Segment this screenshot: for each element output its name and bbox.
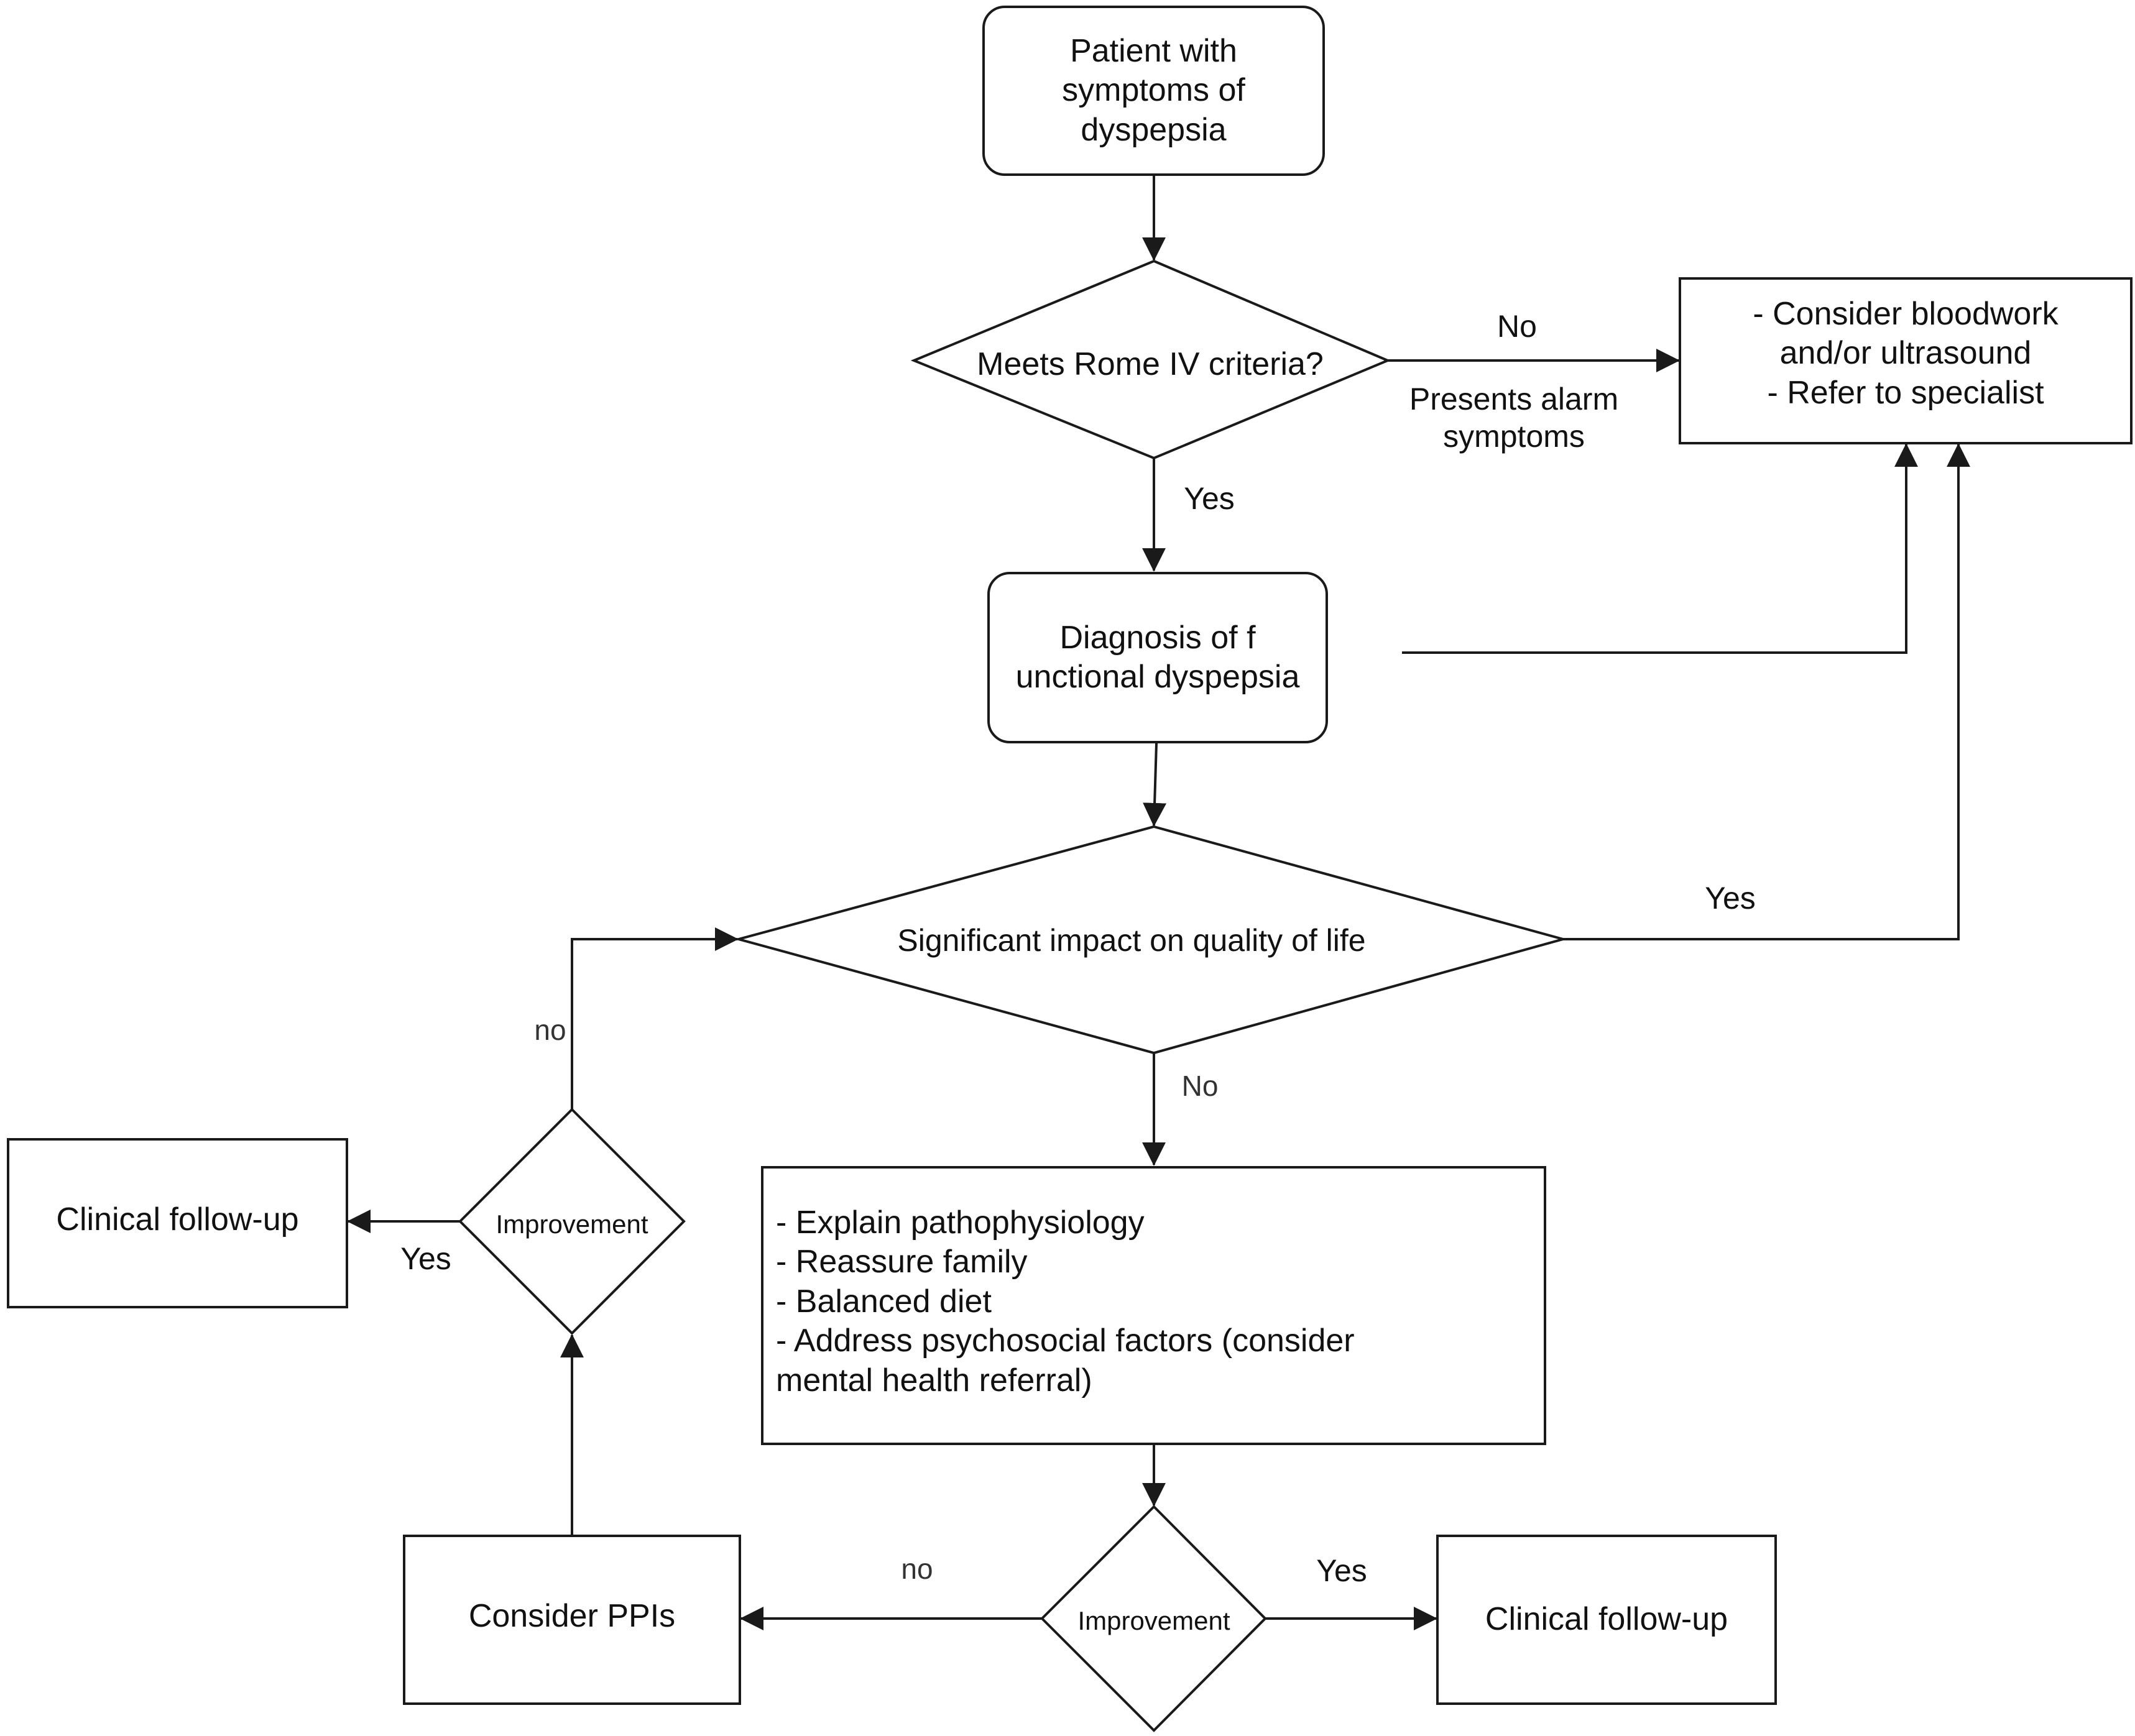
start-box: Patient with symptoms of dyspepsia <box>982 6 1325 176</box>
edge-label-rome-no: No <box>1497 309 1537 344</box>
followup-left-box: Clinical follow-up <box>7 1138 348 1308</box>
edge-label-rome-yes: Yes <box>1184 481 1235 516</box>
edge-label-bottom-no: no <box>901 1553 933 1585</box>
improvement-bottom-label: Improvement <box>1077 1606 1230 1635</box>
referral-box: - Consider bloodwork and/or ultrasound -… <box>1679 277 2133 444</box>
followup-left-label: Clinical follow-up <box>56 1201 299 1238</box>
edge-label-qol-no: No <box>1181 1070 1219 1102</box>
followup-bottom-box: Clinical follow-up <box>1436 1535 1777 1705</box>
management-label: - Explain pathophysiology - Reassure fam… <box>776 1205 1355 1398</box>
improvement-bottom-diamond <box>1040 1505 1267 1732</box>
ppis-label: Consider PPIs <box>468 1598 676 1634</box>
ppis-box: Consider PPIs <box>403 1535 741 1705</box>
rome-criteria-label: Meets Rome IV criteria? <box>977 346 1324 382</box>
edge-label-bottom-yes: Yes <box>1316 1553 1367 1588</box>
edge-label-rome-alarm: Presents alarm symptoms <box>1409 382 1619 454</box>
improvement-left-label: Improvement <box>496 1210 648 1239</box>
connector-diagnosis-to-qol <box>1143 743 1167 827</box>
diagnosis-box: Diagnosis of f unctional dyspepsia <box>987 572 1328 743</box>
edge-label-left-yes: Yes <box>400 1241 451 1276</box>
improvement-left-diamond <box>458 1108 686 1335</box>
quality-of-life-label: Significant impact on quality of life <box>897 923 1366 958</box>
edge-label-qol-yes: Yes <box>1705 881 1756 916</box>
connector-qol-to-referral <box>1563 443 1970 940</box>
edge-label-left-no: no <box>534 1014 566 1046</box>
start-label: Patient with symptoms of dyspepsia <box>1062 32 1245 148</box>
management-box: - Explain pathophysiology - Reassure fam… <box>761 1166 1546 1445</box>
referral-label: - Consider bloodwork and/or ultrasound -… <box>1753 296 2059 411</box>
followup-bottom-label: Clinical follow-up <box>1485 1601 1728 1638</box>
diagnosis-label: Diagnosis of f unctional dyspepsia <box>1015 619 1300 695</box>
connector-diagnosis-to-referral <box>1402 443 1918 654</box>
connector-improvement-to-qol <box>571 927 739 1109</box>
